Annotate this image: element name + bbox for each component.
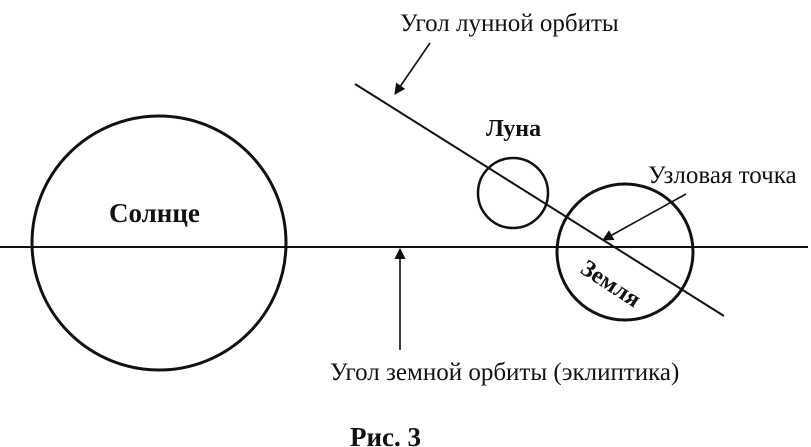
moon-orbit-line (354, 83, 725, 317)
moon-label: Луна (486, 116, 541, 142)
moon-orbit-arrow (394, 42, 431, 95)
moon-circle (476, 156, 550, 230)
figure-caption: Рис. 3 (350, 422, 421, 447)
nodal-point-arrow (602, 193, 687, 241)
earth-circle (555, 182, 695, 322)
moon-orbit-label: Угол лунной орбиты (400, 10, 619, 37)
ecliptic-label: Угол земной орбиты (эклиптика) (330, 359, 679, 386)
sun-circle (30, 114, 288, 372)
earth-label: Земля (576, 255, 646, 313)
sun-label: Солнце (109, 198, 200, 228)
nodal-point-label: Узловая точка (648, 162, 797, 189)
